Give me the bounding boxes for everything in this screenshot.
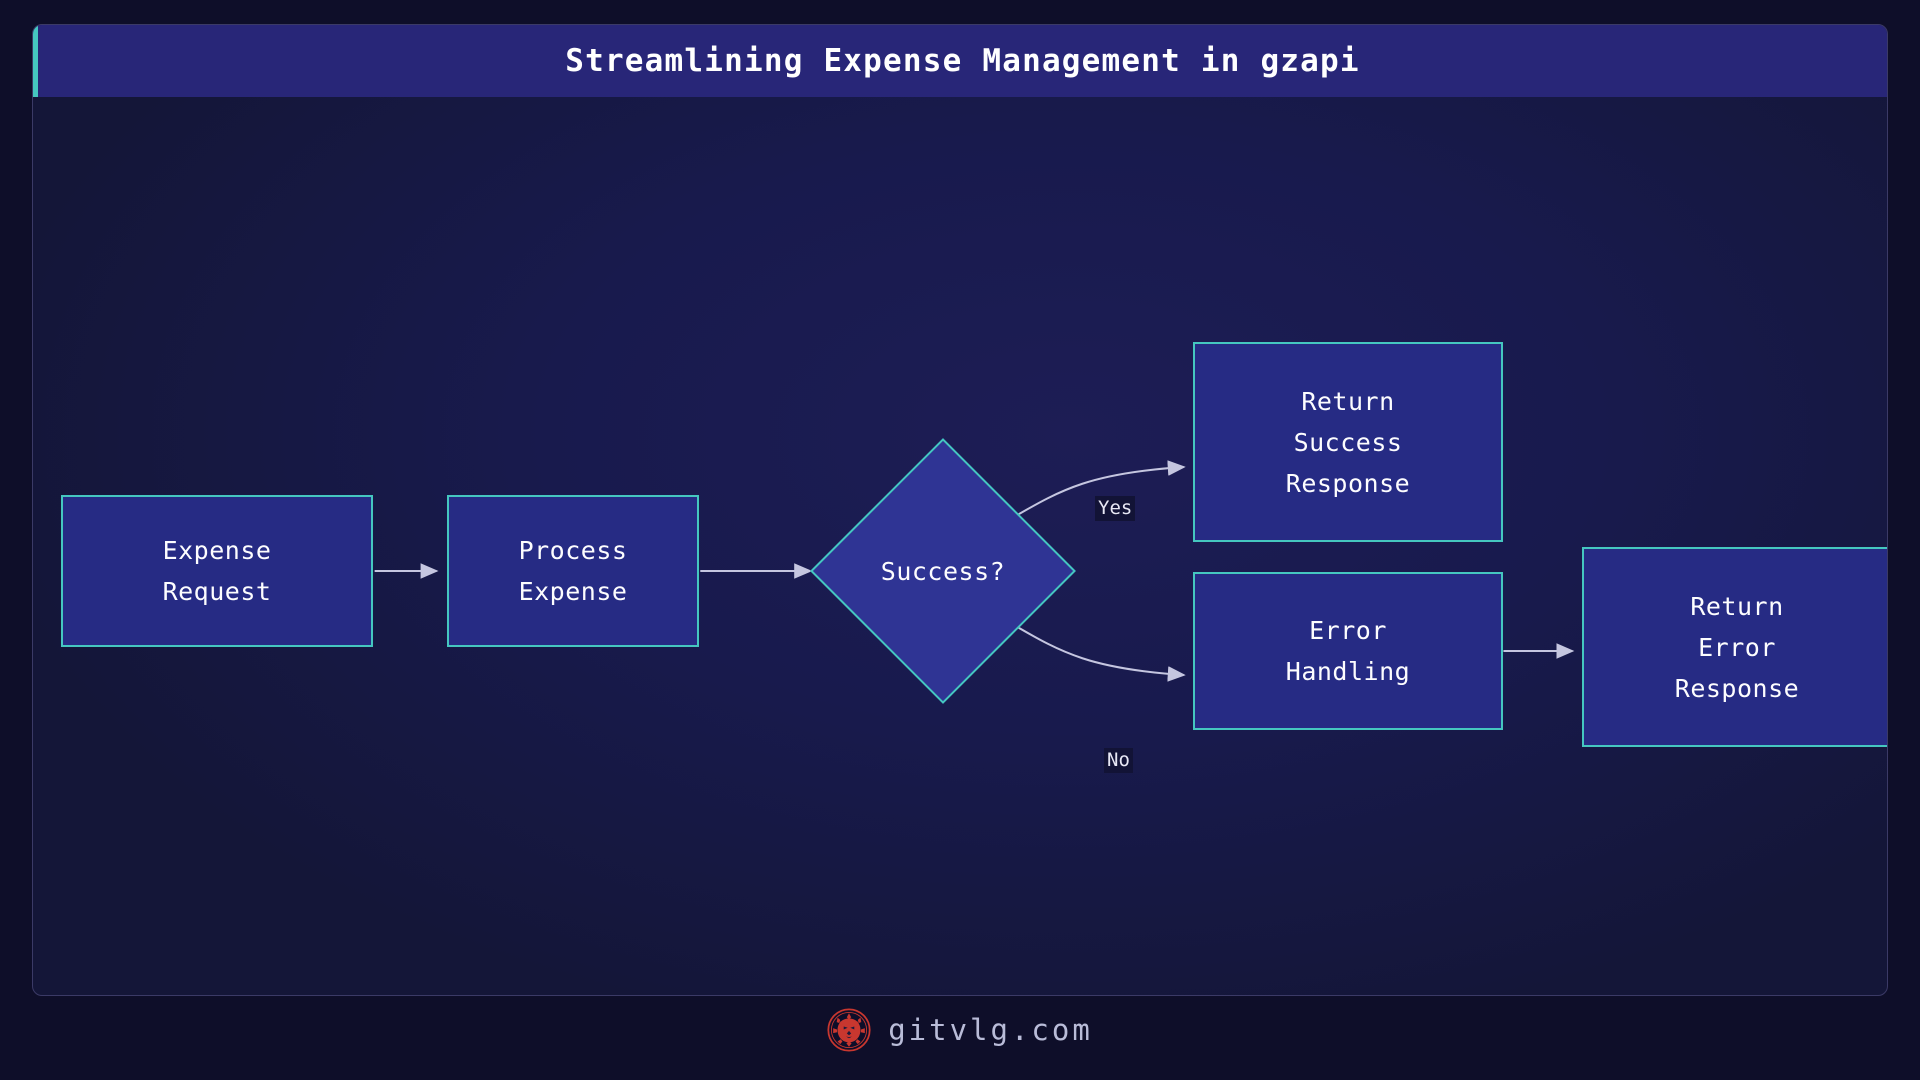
page-title: Streamlining Expense Management in gzapi bbox=[565, 43, 1360, 79]
lion-logo-icon bbox=[827, 1008, 871, 1052]
diagram-card: Streamlining Expense Management in gzapi… bbox=[32, 24, 1888, 996]
node-success-decision[interactable]: Success? bbox=[810, 438, 1076, 704]
node-error-handling[interactable]: Error Handling bbox=[1193, 572, 1503, 730]
node-process-expense[interactable]: Process Expense bbox=[447, 495, 699, 647]
node-expense-request[interactable]: Expense Request bbox=[61, 495, 373, 647]
footer-text: gitvlg.com bbox=[888, 1013, 1093, 1047]
node-return-success-response[interactable]: Return Success Response bbox=[1193, 342, 1503, 542]
diagram-canvas: Expense Request Process Expense Success?… bbox=[33, 97, 1887, 995]
title-bar: Streamlining Expense Management in gzapi bbox=[33, 25, 1887, 97]
node-success-decision-label: Success? bbox=[880, 556, 1006, 586]
edge-label-yes: Yes bbox=[1095, 496, 1136, 521]
node-return-error-response[interactable]: Return Error Response bbox=[1582, 547, 1887, 747]
edge-label-no: No bbox=[1104, 748, 1133, 773]
footer-watermark: gitvlg.com bbox=[0, 1008, 1920, 1052]
